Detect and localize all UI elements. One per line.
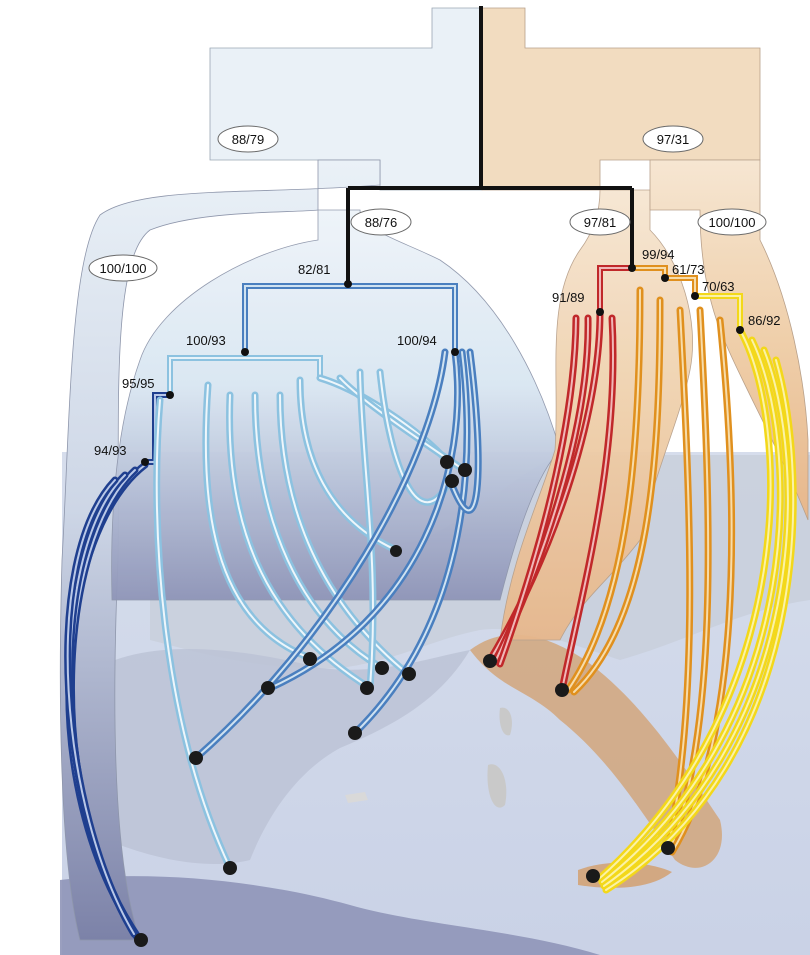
sample-site-dot	[483, 654, 497, 668]
support-label-east-red: 91/89	[552, 290, 585, 305]
backbone-tree	[346, 6, 634, 284]
oval-bg	[88, 254, 158, 282]
left-inner-bowl	[111, 209, 561, 601]
sample-site-dot	[402, 667, 416, 681]
sample-site-dot	[360, 681, 374, 695]
support-oval-left-outer: 100/100	[100, 261, 147, 276]
sample-site-dot	[445, 474, 459, 488]
node-dot	[241, 348, 249, 356]
sample-site-dot	[440, 455, 454, 469]
corsica	[499, 707, 512, 736]
support-label-east-clade: 99/94	[642, 247, 675, 262]
node-dot	[344, 280, 352, 288]
balearic-isle	[345, 792, 368, 803]
oval-bg	[350, 208, 412, 236]
node-labels: 82/81 100/93 100/94 95/95 94/93 99/94 91…	[94, 247, 781, 458]
sample-site-dot	[458, 463, 472, 477]
node-dot	[451, 348, 459, 356]
mid-blue-lineages	[192, 348, 482, 762]
node-dot	[628, 264, 636, 272]
dark-blue-lineages	[64, 461, 149, 944]
sample-site-dot	[261, 681, 275, 695]
sample-site-dot	[303, 652, 317, 666]
sardinia	[487, 764, 507, 808]
sample-site-dot	[223, 861, 237, 875]
support-label-west-a: 100/93	[186, 333, 226, 348]
sample-site-dot	[390, 545, 402, 557]
node-dot	[141, 458, 149, 466]
red-lineages	[486, 308, 617, 694]
sample-site-dot	[661, 841, 675, 855]
node-dot	[596, 308, 604, 316]
light-blue-lineages	[153, 368, 468, 872]
sample-site-dot	[555, 683, 569, 697]
sample-site-dot	[189, 751, 203, 765]
sample-site-dot	[375, 661, 389, 675]
left-outer-wall	[59, 159, 381, 941]
support-label-west-b: 100/94	[397, 333, 437, 348]
support-label-west-clade: 82/81	[298, 262, 331, 277]
support-oval-right-inner: 97/81	[584, 215, 617, 230]
support-label-east-a: 61/73	[672, 262, 705, 277]
node-dot	[661, 274, 669, 282]
sample-site-dot	[586, 869, 600, 883]
node-dots	[141, 264, 744, 466]
north-africa	[60, 876, 600, 955]
oval-bg	[642, 125, 704, 153]
node-dot	[166, 391, 174, 399]
sample-site-dot	[348, 726, 362, 740]
node-dot	[736, 326, 744, 334]
support-label-east-b: 70/63	[702, 279, 735, 294]
oval-bg	[569, 208, 631, 236]
yellow-lineages	[596, 326, 797, 894]
support-label-west-d: 94/93	[94, 443, 127, 458]
oval-bg	[697, 208, 767, 236]
sample-sites	[134, 455, 675, 947]
sample-site-dot	[134, 933, 148, 947]
italian-peninsula	[470, 634, 722, 868]
support-label-east-yellow: 86/92	[748, 313, 781, 328]
oval-bg	[217, 125, 279, 153]
support-oval-left-inner: 88/76	[365, 215, 398, 230]
support-oval-left-root: 88/79	[232, 132, 265, 147]
support-oval-right-root: 97/31	[657, 132, 690, 147]
support-oval-right-outer: 100/100	[709, 215, 756, 230]
support-label-west-c: 95/95	[122, 376, 155, 391]
support-ovals: 88/79 97/31 100/100 88/76 97/81 100/100	[88, 125, 767, 282]
node-dot	[691, 292, 699, 300]
